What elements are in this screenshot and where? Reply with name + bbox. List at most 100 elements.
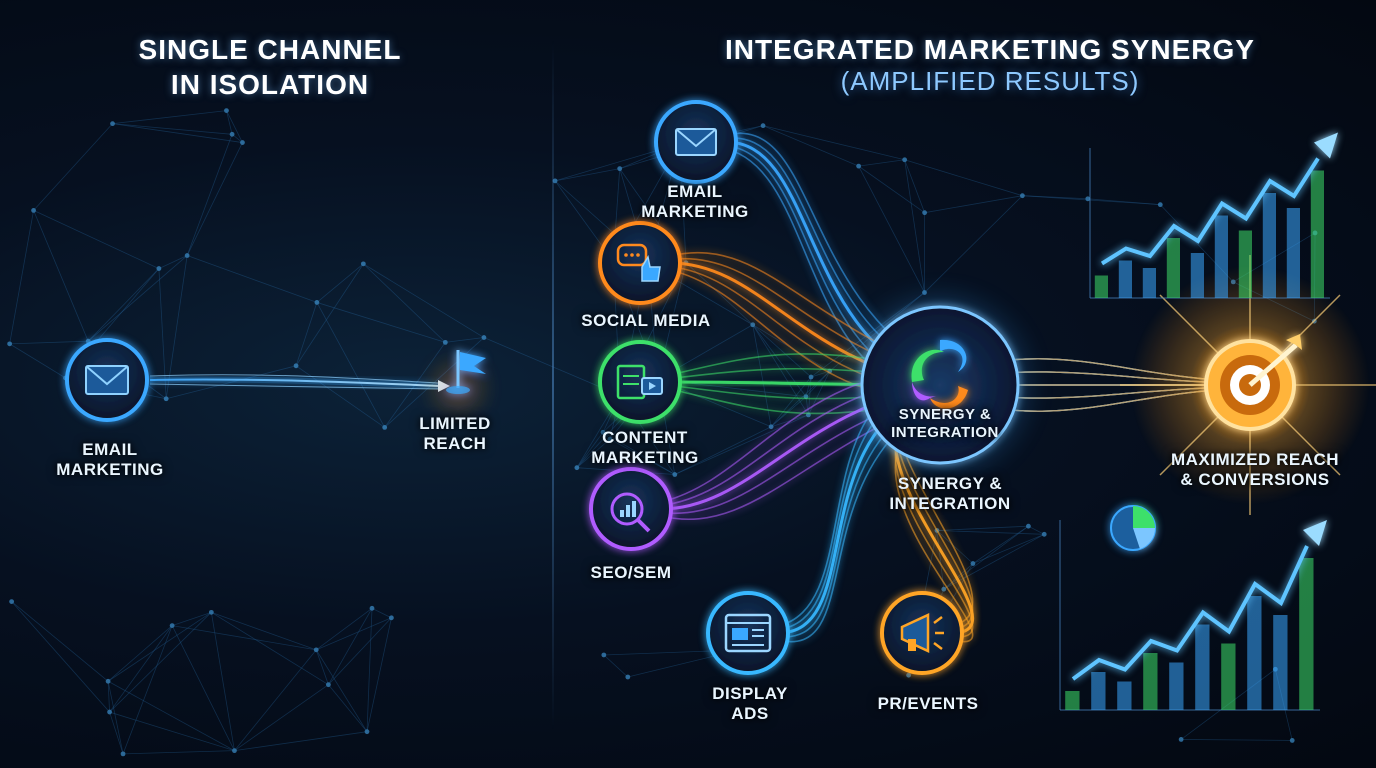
mesh-link: [805, 396, 809, 415]
magnifier-chart-icon: [610, 492, 651, 533]
mesh-link: [295, 302, 318, 366]
limited-reach-label: LIMITED REACH: [400, 414, 510, 455]
decor-bar: [1286, 208, 1300, 298]
envelope-icon: [675, 128, 717, 156]
decor-bar: [1247, 596, 1262, 710]
mesh-node: [325, 682, 331, 688]
mesh-link: [924, 195, 1023, 293]
mesh-link: [316, 617, 392, 651]
panel-divider: [552, 40, 554, 730]
synergy-hub: [854, 299, 1026, 471]
mesh-node: [1289, 738, 1295, 743]
mesh-link: [158, 255, 188, 269]
left-panel-title: SINGLE CHANNEL IN ISOLATION: [90, 32, 450, 102]
mesh-link: [904, 159, 1023, 197]
mesh-link: [752, 324, 807, 397]
mesh-node: [600, 429, 606, 435]
mesh-link: [1181, 739, 1293, 741]
mesh-link: [316, 263, 364, 303]
channel-label-seo: SEO/SEM: [576, 563, 686, 583]
decor-bar: [1065, 691, 1080, 710]
mesh-node: [156, 266, 162, 271]
mesh-node: [922, 210, 928, 216]
mesh-link: [943, 533, 1045, 590]
mesh-link: [171, 625, 235, 751]
mesh-link: [366, 608, 373, 732]
mesh-link: [904, 159, 925, 293]
hub-label-line1: SYNERGY &: [898, 406, 992, 423]
mesh-link: [554, 168, 620, 182]
mesh-link: [371, 607, 392, 619]
mesh-link: [9, 210, 34, 344]
decor-bar: [1238, 230, 1252, 298]
mesh-link: [363, 263, 446, 343]
mesh-node: [1020, 193, 1025, 199]
mesh-node: [184, 253, 190, 258]
mesh-node: [229, 131, 235, 137]
mesh-node: [607, 436, 613, 442]
mesh-node: [369, 605, 375, 611]
mesh-link: [674, 426, 772, 475]
mesh-link: [11, 601, 110, 713]
mesh-link: [936, 530, 945, 590]
mesh-link: [316, 302, 446, 343]
left-email-label: EMAIL MARKETING: [30, 440, 190, 481]
mesh-link: [602, 431, 676, 475]
mesh-node: [672, 472, 678, 477]
decor-bar: [1169, 662, 1184, 710]
mesh-link: [316, 302, 386, 428]
mesh-link: [924, 195, 1023, 214]
mesh-node: [1041, 531, 1047, 537]
mesh-link: [107, 681, 124, 754]
channel-label-email: EMAIL MARKETING: [620, 182, 770, 223]
channel-content-line1: CONTENT: [602, 428, 688, 447]
mesh-link: [445, 337, 484, 343]
mesh-link: [107, 680, 235, 752]
mesh-link: [234, 684, 329, 751]
mesh-node: [120, 751, 126, 757]
mesh-link: [107, 681, 110, 713]
mesh-link: [109, 625, 173, 713]
mesh-link: [1028, 525, 1045, 535]
mesh-link: [936, 525, 1029, 531]
mesh-link: [33, 210, 160, 269]
hub-caption-line1: SYNERGY &: [897, 474, 1003, 493]
mesh-node: [902, 157, 908, 163]
decor-bar: [1117, 681, 1132, 710]
decor-bar: [1143, 653, 1158, 710]
decor-arrow-head: [1303, 520, 1327, 546]
mesh-link: [33, 123, 113, 211]
mesh-link: [123, 750, 235, 755]
channel-email-line1: EMAIL: [667, 182, 723, 201]
mesh-link: [363, 263, 485, 338]
left-email-label-line1: EMAIL: [82, 440, 138, 459]
mesh-link: [122, 625, 173, 755]
mesh-node: [31, 207, 36, 213]
result-label: MAXIMIZED REACH & CONVERSIONS: [1150, 450, 1360, 491]
channel-node: [589, 467, 673, 551]
mesh-link: [186, 142, 243, 256]
envelope-icon: [85, 365, 129, 395]
channel-node: [654, 100, 738, 184]
mesh-node: [922, 290, 927, 295]
left-email-node: [65, 338, 149, 422]
mesh-link: [295, 263, 364, 367]
content-video-icon: [616, 364, 663, 400]
mesh-link: [752, 324, 809, 416]
mesh-node: [169, 623, 175, 628]
decor-bar: [1262, 193, 1276, 298]
mesh-node: [906, 672, 912, 678]
mesh-link: [576, 432, 604, 468]
mesh-node: [382, 425, 388, 430]
hub-label: SYNERGY & INTEGRATION: [880, 406, 1010, 442]
mesh-link: [107, 625, 173, 682]
mesh-link: [109, 711, 235, 752]
decor-bar: [1214, 215, 1228, 298]
mesh-link: [109, 711, 124, 754]
synergy-swirl-icon: [911, 339, 968, 409]
mesh-link: [316, 608, 373, 651]
left-title-line1: SINGLE CHANNEL: [138, 34, 402, 65]
mesh-node: [232, 748, 237, 754]
mesh-link: [9, 340, 89, 345]
